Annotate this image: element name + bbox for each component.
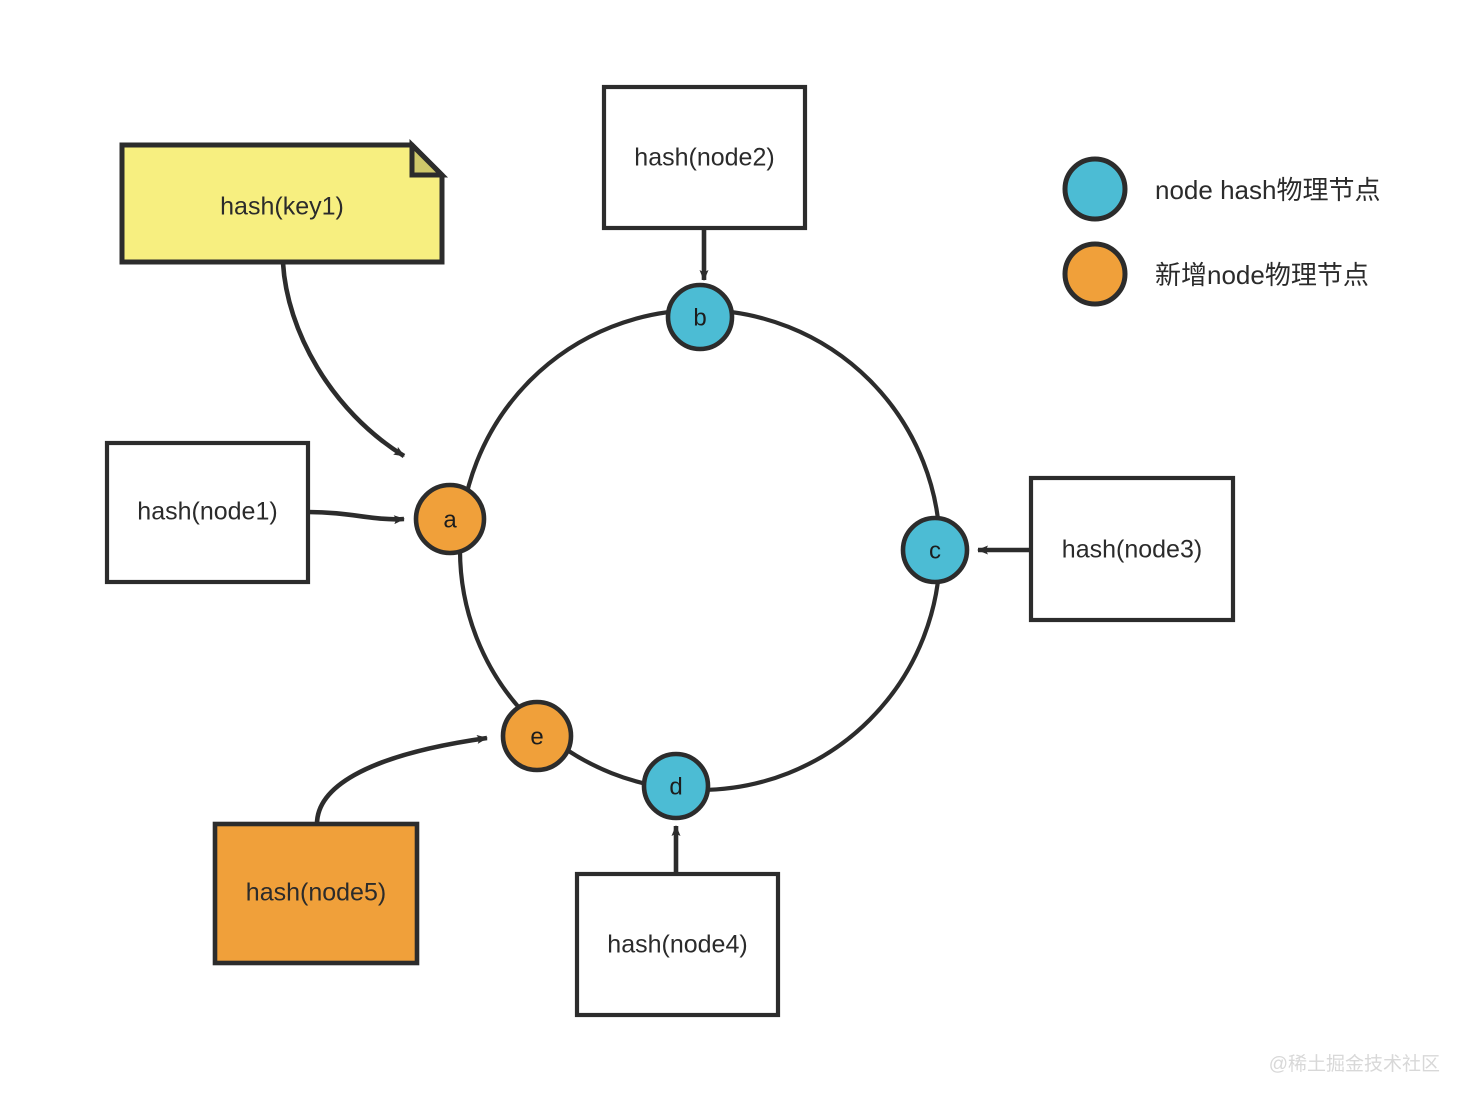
legend-item-new-node: 新增node物理节点 bbox=[1062, 241, 1369, 307]
note-hash-key1-body bbox=[119, 142, 445, 265]
box-hash-node5-label: hash(node5) bbox=[246, 879, 386, 907]
node-c[interactable]: c bbox=[900, 515, 970, 585]
box-hash-node2-rect bbox=[601, 84, 808, 231]
note-hash-key1[interactable]: hash(key1) bbox=[119, 138, 449, 265]
box-hash-node4-label: hash(node4) bbox=[607, 931, 747, 959]
edge-node5-to-e bbox=[314, 734, 488, 825]
box-hash-node3-rect bbox=[1028, 475, 1236, 623]
node-d-circle bbox=[641, 751, 711, 821]
node-b-label: b bbox=[693, 304, 706, 331]
edge-note-key1-to-a bbox=[280, 262, 406, 458]
watermark: @稀土掘金技术社区 bbox=[1269, 1053, 1440, 1075]
edge-node1-to-a bbox=[307, 509, 405, 525]
note-fold-corner-icon bbox=[409, 138, 449, 178]
box-hash-node1-label: hash(node1) bbox=[137, 498, 277, 526]
legend-new-node-label: 新增node物理节点 bbox=[1155, 260, 1369, 290]
box-hash-node5-rect bbox=[212, 821, 420, 966]
legend-existing-node-label: node hash物理节点 bbox=[1155, 175, 1380, 205]
box-hash-node3[interactable]: hash(node3) bbox=[1028, 475, 1236, 623]
box-hash-node4[interactable]: hash(node4) bbox=[574, 871, 781, 1018]
node-a[interactable]: a bbox=[413, 482, 487, 556]
box-hash-node1[interactable]: hash(node1) bbox=[104, 440, 311, 585]
node-a-label: a bbox=[443, 506, 457, 533]
legend-item-existing-node: node hash物理节点 bbox=[1062, 156, 1380, 222]
box-hash-node1-rect bbox=[104, 440, 311, 585]
legend-new-node-swatch-icon bbox=[1062, 241, 1128, 307]
node-e[interactable]: e bbox=[500, 699, 574, 773]
node-b[interactable]: b bbox=[665, 282, 735, 352]
note-hash-key1-label: hash(key1) bbox=[220, 193, 344, 221]
box-hash-node5[interactable]: hash(node5) bbox=[212, 821, 420, 966]
node-d-label: d bbox=[669, 773, 682, 800]
node-e-circle bbox=[500, 699, 574, 773]
node-c-label: c bbox=[929, 537, 941, 564]
node-e-label: e bbox=[530, 723, 543, 750]
node-b-circle bbox=[665, 282, 735, 352]
box-hash-node2[interactable]: hash(node2) bbox=[601, 84, 808, 231]
legend: node hash物理节点 新增node物理节点 bbox=[1062, 156, 1380, 307]
box-hash-node3-label: hash(node3) bbox=[1062, 536, 1202, 564]
legend-existing-node-swatch-icon bbox=[1062, 156, 1128, 222]
node-c-circle bbox=[900, 515, 970, 585]
box-hash-node4-rect bbox=[574, 871, 781, 1018]
node-d[interactable]: d bbox=[641, 751, 711, 821]
node-a-circle bbox=[413, 482, 487, 556]
box-hash-node2-label: hash(node2) bbox=[634, 144, 774, 172]
